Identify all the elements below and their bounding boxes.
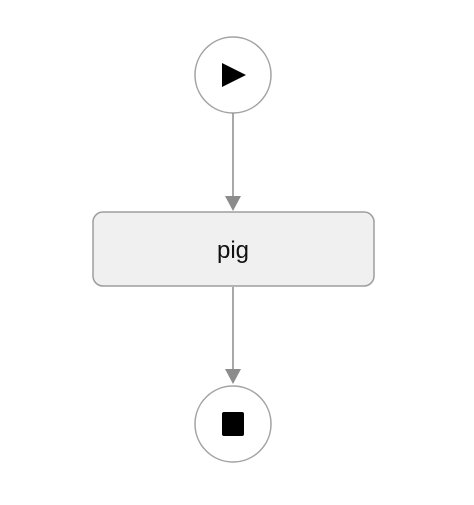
edge-start-to-action — [225, 113, 241, 211]
start-node[interactable] — [194, 36, 272, 114]
stop-icon — [222, 412, 244, 436]
action-node-box — [92, 211, 375, 287]
arrowhead-icon — [225, 369, 241, 384]
arrowhead-icon — [225, 196, 241, 211]
action-node-label: pig — [217, 237, 249, 264]
edge-action-to-end — [225, 287, 241, 384]
end-node[interactable] — [194, 385, 272, 463]
play-icon — [222, 63, 246, 87]
action-node[interactable]: pig — [92, 211, 375, 287]
